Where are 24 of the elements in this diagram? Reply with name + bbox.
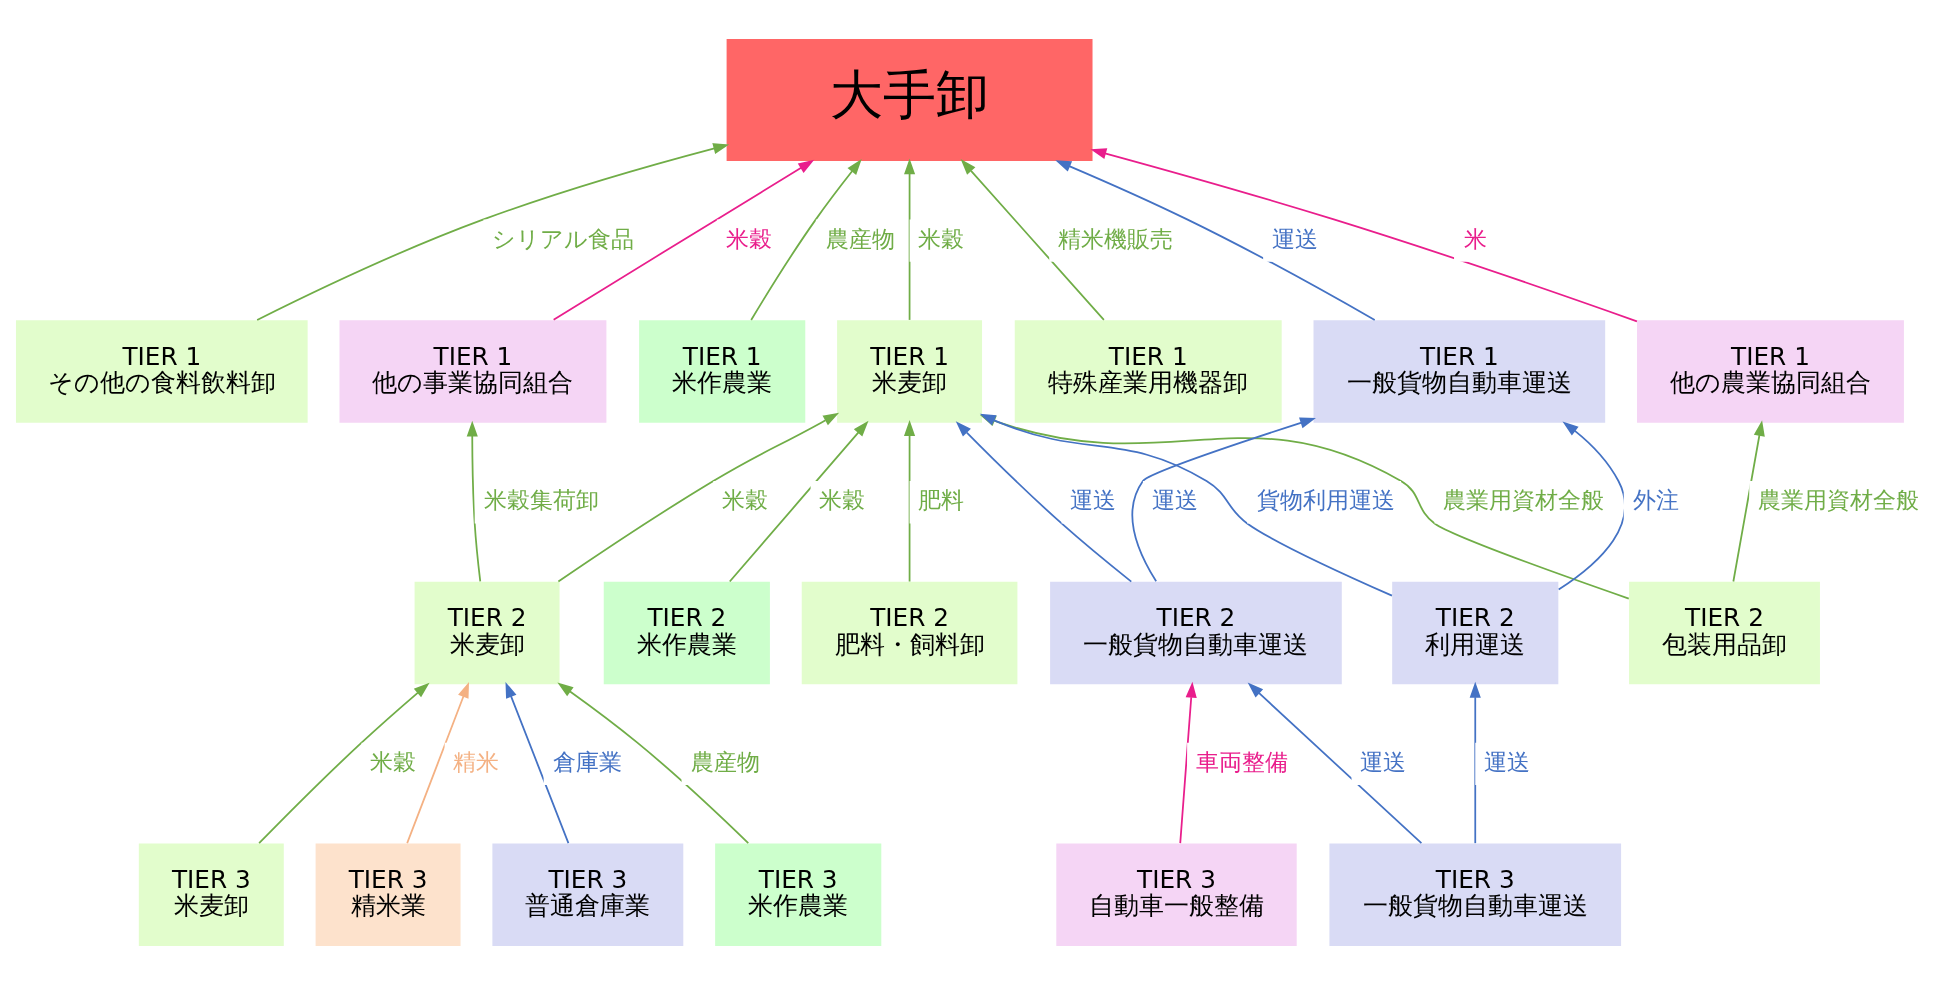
- edge-label: 運送: [1360, 748, 1407, 775]
- edge-label: 運送: [1484, 748, 1531, 775]
- edge-label: 運送: [1151, 487, 1198, 514]
- edge-label: 貨物利用運送: [1256, 487, 1395, 514]
- edge-label: 米穀: [722, 487, 769, 514]
- edge-label: 肥料: [918, 487, 965, 514]
- edge-label: 米穀: [370, 748, 417, 775]
- edge-label: 農産物: [825, 225, 895, 252]
- edge-label: 運送: [1070, 487, 1117, 514]
- edge-label: シリアル食品: [492, 225, 635, 252]
- edge-label: 農産物: [691, 748, 761, 775]
- edge-label: 米: [1463, 225, 1487, 252]
- edge-label: 精米: [453, 748, 500, 775]
- edge-label: 米穀: [918, 225, 965, 252]
- edge-label: 米穀: [819, 487, 866, 514]
- edge-label: 倉庫業: [553, 748, 623, 775]
- edge-label: 米穀: [725, 225, 772, 252]
- edge-label: 精米機販売: [1058, 225, 1174, 252]
- edge-label: 外注: [1632, 487, 1679, 514]
- edge-label: 車両整備: [1195, 748, 1288, 775]
- edge-label: 米穀集荷卸: [483, 487, 599, 514]
- edge-label: 農業用資材全般: [1443, 487, 1605, 514]
- edge-label: 運送: [1271, 225, 1318, 252]
- edge-label: 農業用資材全般: [1758, 487, 1920, 514]
